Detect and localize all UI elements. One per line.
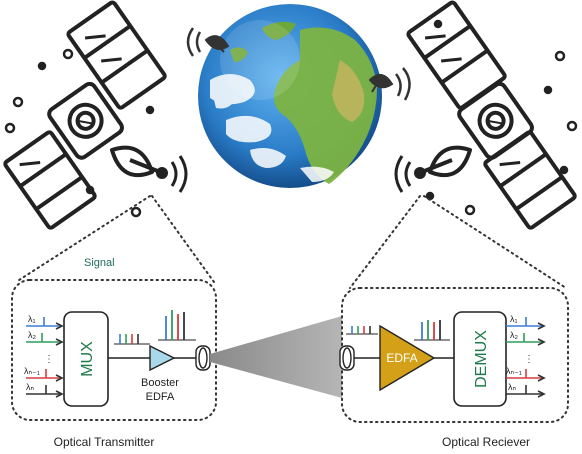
rx-amplified-spectrum <box>414 320 450 341</box>
transmitter-caption: Optical Transmitter <box>54 435 155 449</box>
tx-input-dots: ⋮ <box>44 354 54 365</box>
ground-antenna-icon-right <box>368 67 411 101</box>
booster-label-1: Booster <box>141 377 179 389</box>
rx-output-4 <box>506 385 546 398</box>
svg-text:λₙ: λₙ <box>508 382 517 392</box>
right-satellite-icon <box>394 0 577 230</box>
rx-output-labels: λ₁ λ₂ λₙ₋₁ λₙ <box>506 314 522 392</box>
rx-output-3 <box>506 369 546 382</box>
rx-output-2 <box>506 333 546 346</box>
right-decor-dots <box>425 19 578 216</box>
earth-globe-icon <box>198 4 382 188</box>
rx-output-1 <box>506 317 546 330</box>
svg-text:⋮: ⋮ <box>44 354 54 365</box>
rx-connector-lines <box>349 195 567 289</box>
rx-collimator-lens <box>339 345 355 371</box>
tx-input-rows: ⋮ <box>26 317 64 398</box>
tx-input-1 <box>26 317 64 330</box>
free-space-optical-beam <box>210 316 342 398</box>
booster-output-spectrum <box>158 310 196 341</box>
signal-label: Signal <box>84 257 115 269</box>
mux-label: MUX <box>79 341 96 377</box>
left-decor-dots <box>4 48 155 218</box>
svg-text:λₙ₋₁: λₙ₋₁ <box>24 366 40 376</box>
tx-input-3 <box>26 369 64 382</box>
tx-connector-lines <box>15 195 215 283</box>
receiver-caption: Optical Reciever <box>442 435 530 449</box>
rx-output-rows: ⋮ <box>506 317 546 398</box>
receiver-edfa-amplifier <box>379 324 436 392</box>
rx-input-spectrum <box>346 326 378 335</box>
svg-text:⋮: ⋮ <box>524 354 534 365</box>
booster-label-2: EDFA <box>146 391 175 403</box>
tx-collimator-lens <box>195 345 211 371</box>
rx-output-dots: ⋮ <box>524 354 534 365</box>
svg-text:λ₂: λ₂ <box>510 330 519 340</box>
transmitter-box <box>11 279 217 421</box>
edfa-label: EDFA <box>386 351 417 365</box>
svg-text:λ₂: λ₂ <box>28 330 37 340</box>
svg-text:λ₁: λ₁ <box>510 314 518 324</box>
svg-text:λₙ: λₙ <box>26 382 35 392</box>
svg-text:λₙ₋₁: λₙ₋₁ <box>506 366 522 376</box>
mux-block <box>63 311 109 407</box>
mux-output-spectrum <box>114 334 150 345</box>
demux-block <box>453 311 507 407</box>
ground-antenna-icon-left <box>186 27 230 57</box>
left-satellite-icon <box>3 0 188 230</box>
booster-edfa-amplifier <box>149 344 176 372</box>
tx-input-4 <box>26 385 64 398</box>
tx-input-labels: λ₁ λ₂ λₙ₋₁ λₙ <box>24 314 40 392</box>
svg-text:λ₁: λ₁ <box>28 314 36 324</box>
tx-input-2 <box>26 333 64 346</box>
demux-label: DEMUX <box>473 330 490 388</box>
